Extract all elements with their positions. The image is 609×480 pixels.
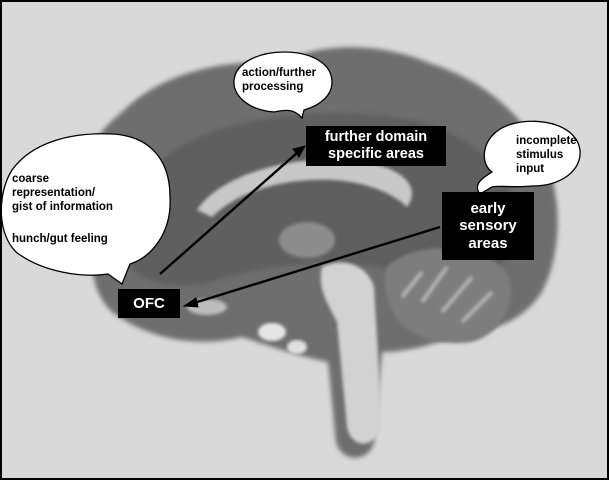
bubble-action-text: action/further processing [242,67,317,93]
bubble-action-shape [233,51,333,120]
ofc-label: OFC [118,289,180,318]
arrow-sensory-to-ofc [193,225,441,305]
arrowhead-ofc [182,297,199,308]
bubble-stimulus-text: incomplete stimulus input [516,135,577,175]
cerebellum [384,248,511,344]
bubble-hunch-text: hunch/gut feeling [12,233,108,245]
brainstem [320,262,382,444]
bubble-stimulus-shape [476,120,581,195]
further-domain-label: further domain specific areas [306,126,446,166]
arrowhead-further [292,145,306,158]
bubble-coarse-shape [2,133,171,286]
bubble-coarse-text: coarse representation/ gist of informati… [12,173,113,213]
early-sensory-label: early sensory areas [442,192,534,260]
arrow-ofc-to-further [159,151,299,275]
corpus-callosum [197,159,412,217]
arrows [159,145,441,308]
thalamus [279,222,335,258]
